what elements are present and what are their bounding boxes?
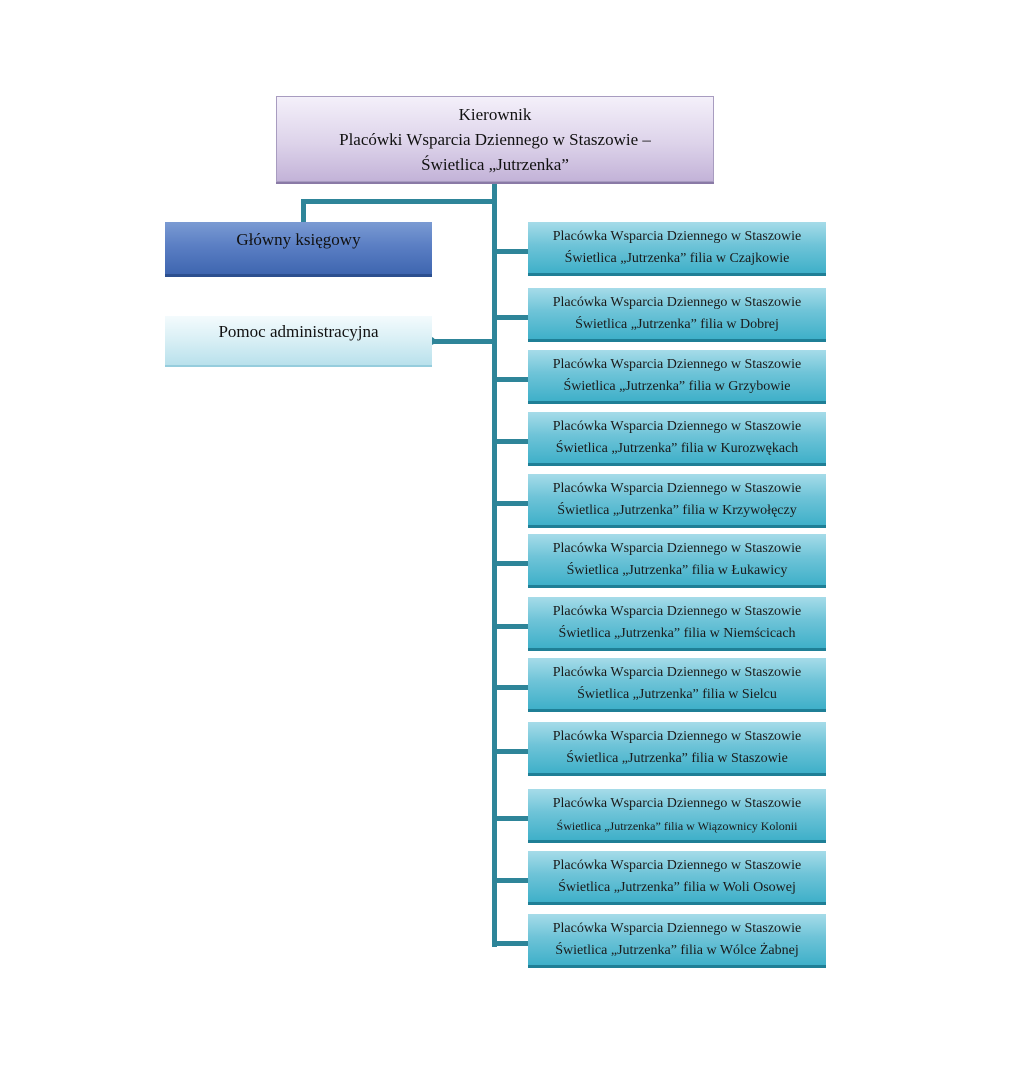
branch-line2: Świetlica „Jutrzenka” filia w Wiązownicy… — [556, 818, 798, 833]
branch-connector — [492, 816, 528, 821]
branch-line1: Placówka Wsparcia Dziennego w Staszowie — [552, 857, 802, 873]
branch-connector — [492, 941, 528, 946]
chief-accountant-label: Główny księgowy — [236, 230, 361, 249]
branch-connector — [492, 878, 528, 883]
branch-line2: Świetlica „Jutrzenka” filia w Woli Osowe… — [558, 879, 796, 895]
branch-line1: Placówka Wsparcia Dziennego w Staszowie — [552, 418, 802, 434]
branch-line2: Świetlica „Jutrzenka” filia w Krzywołęcz… — [557, 502, 797, 518]
gk-connector-vertical — [301, 199, 306, 223]
director-title: Kierownik — [458, 104, 532, 124]
branch-line2: Świetlica „Jutrzenka” filia w Łukawicy — [566, 562, 788, 578]
branch-line1: Placówka Wsparcia Dziennego w Staszowie — [552, 228, 802, 244]
branch-line2: Świetlica „Jutrzenka” filia w Grzybowie — [563, 378, 791, 394]
branch-line2: Świetlica „Jutrzenka” filia w Sielcu — [577, 686, 777, 702]
branch-line1: Placówka Wsparcia Dziennego w Staszowie — [552, 603, 802, 619]
branch-connector — [492, 439, 528, 444]
branch-line2: Świetlica „Jutrzenka” filia w Staszowie — [566, 750, 788, 766]
branch-line1: Placówka Wsparcia Dziennego w Staszowie — [552, 480, 802, 496]
gk-connector-horizontal — [301, 199, 497, 204]
branch-line2: Świetlica „Jutrzenka” filia w Dobrej — [575, 316, 779, 332]
branch-connector — [492, 377, 528, 382]
branch-connector — [492, 249, 528, 254]
branch-connector — [492, 749, 528, 754]
branch-line1: Placówka Wsparcia Dziennego w Staszowie — [552, 795, 802, 811]
branch-connector — [492, 624, 528, 629]
branch-line2: Świetlica „Jutrzenka” filia w Wólce Żabn… — [555, 942, 799, 958]
branch-connector — [492, 501, 528, 506]
branch-line1: Placówka Wsparcia Dziennego w Staszowie — [552, 728, 802, 744]
branch-connector — [492, 315, 528, 320]
branch-line1: Placówka Wsparcia Dziennego w Staszowie — [552, 664, 802, 680]
branch-line1: Placówka Wsparcia Dziennego w Staszowie — [552, 920, 802, 936]
director-unit-name: Świetlica „Jutrzenka” — [421, 154, 569, 174]
branch-line2: Świetlica „Jutrzenka” filia w Kurozwękac… — [555, 440, 799, 456]
chief-accountant-box: Główny księgowy — [165, 222, 432, 277]
branch-line1: Placówka Wsparcia Dziennego w Staszowie — [552, 294, 802, 310]
pa-connector — [432, 339, 497, 344]
branch-line1: Placówka Wsparcia Dziennego w Staszowie — [552, 356, 802, 372]
branch-line2: Świetlica „Jutrzenka” filia w Czajkowie — [564, 250, 790, 266]
branch-line1: Placówka Wsparcia Dziennego w Staszowie — [552, 540, 802, 556]
branch-connector — [492, 561, 528, 566]
director-unit: Placówki Wsparcia Dziennego w Staszowie … — [339, 129, 651, 149]
director-box: Kierownik Placówki Wsparcia Dziennego w … — [276, 96, 714, 182]
branch-connector — [492, 685, 528, 690]
administrative-assistant-box: Pomoc administracyjna — [165, 316, 432, 367]
administrative-assistant-label: Pomoc administracyjna — [218, 322, 379, 341]
branch-line2: Świetlica „Jutrzenka” filia w Niemścicac… — [558, 625, 796, 641]
